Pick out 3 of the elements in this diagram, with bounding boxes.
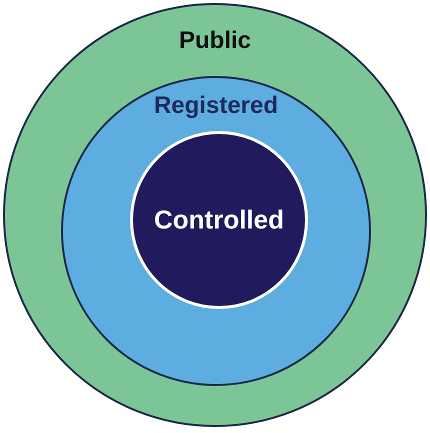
tier-label: Registered [152, 92, 280, 120]
tier-label: Public [178, 27, 252, 55]
tier-label: Controlled [153, 204, 285, 236]
